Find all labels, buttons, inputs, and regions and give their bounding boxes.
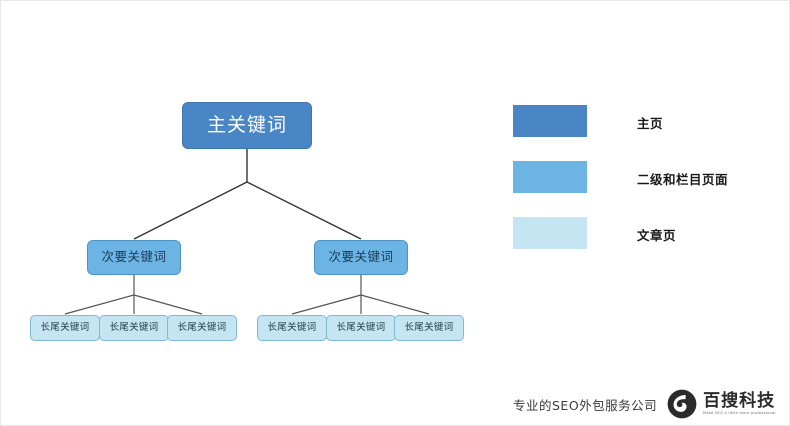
legend-swatch-home (513, 105, 587, 137)
node-leaf-1[interactable]: 长尾关键词 (30, 315, 100, 341)
footer-tagline: 专业的SEO外包服务公司 (513, 397, 658, 413)
node-level2-left-label: 次要关键词 (101, 249, 167, 265)
node-root-main-keyword[interactable]: 主关键词 (182, 102, 312, 149)
node-leaf-2-label: 长尾关键词 (109, 322, 159, 334)
legend-label-category: 二级和栏目页面 (637, 172, 729, 187)
wire-l2left-to-leaf-c (133, 294, 203, 315)
node-leaf-2[interactable]: 长尾关键词 (99, 315, 169, 341)
node-level2-right-label: 次要关键词 (328, 249, 394, 265)
brand-logo: 百搜科技 Make SEO a little more professional (667, 389, 776, 419)
legend: 主页 二级和栏目页面 文章页 (513, 101, 773, 269)
node-leaf-1-label: 长尾关键词 (40, 322, 90, 334)
brand-subtitle: Make SEO a little more professional (703, 410, 776, 415)
node-leaf-3[interactable]: 长尾关键词 (167, 315, 237, 341)
legend-item-article: 文章页 (513, 213, 773, 269)
brand-text: 百搜科技 Make SEO a little more professional (703, 390, 776, 415)
legend-label-article: 文章页 (637, 228, 677, 243)
node-root-label: 主关键词 (206, 114, 287, 136)
legend-item-home: 主页 (513, 101, 773, 157)
wire-root-to-level2-right (246, 181, 362, 240)
legend-swatch-category (513, 161, 587, 193)
node-leaf-5[interactable]: 长尾关键词 (326, 315, 396, 341)
legend-swatch-article (513, 217, 587, 249)
wire-l2right-to-leaf-a (291, 294, 362, 315)
node-leaf-6-label: 长尾关键词 (404, 322, 454, 334)
node-leaf-4-label: 长尾关键词 (267, 322, 317, 334)
wire-l2left-to-leaf-a (64, 294, 135, 315)
node-level2-right[interactable]: 次要关键词 (314, 240, 408, 275)
node-leaf-6[interactable]: 长尾关键词 (394, 315, 464, 341)
wire-l2right-to-leaf-c (360, 294, 430, 315)
baisou-logo-icon (667, 389, 697, 419)
legend-label-home: 主页 (637, 116, 664, 131)
node-leaf-4[interactable]: 长尾关键词 (257, 315, 327, 341)
node-leaf-3-label: 长尾关键词 (177, 322, 227, 334)
node-level2-left[interactable]: 次要关键词 (87, 240, 181, 275)
node-leaf-5-label: 长尾关键词 (336, 322, 386, 334)
brand-name: 百搜科技 (703, 390, 776, 411)
legend-item-category: 二级和栏目页面 (513, 157, 773, 213)
footer: 专业的SEO外包服务公司 百搜科技 Make SEO a little more… (513, 389, 776, 419)
wire-root-to-level2-left (133, 181, 248, 240)
